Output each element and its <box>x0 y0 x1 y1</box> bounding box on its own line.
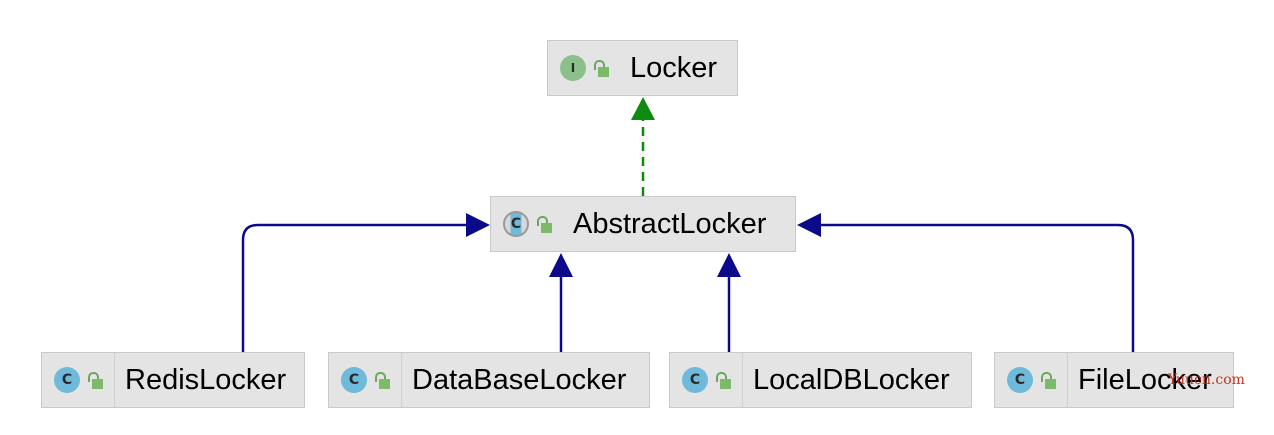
class-icon: C <box>54 367 80 393</box>
node-abstractlocker-label: AbstractLocker <box>573 207 767 240</box>
node-redislocker[interactable]: C RedisLocker <box>41 352 305 408</box>
node-abstractlocker[interactable]: C AbstractLocker <box>490 196 796 252</box>
unlocked-padlock-icon <box>375 371 391 389</box>
arrowhead-inheritance-filelocker <box>797 213 821 237</box>
class-icon: C <box>341 367 367 393</box>
node-localdblocker[interactable]: C LocalDBLocker <box>669 352 972 408</box>
watermark: Yuucn.com <box>1168 372 1245 388</box>
node-icons: C <box>491 197 563 251</box>
abstract-class-icon: C <box>503 211 529 237</box>
class-icon: C <box>1007 367 1033 393</box>
arrowhead-inheritance-databaselocker <box>549 253 573 277</box>
edge-inheritance-redislocker <box>241 223 467 352</box>
arrowhead-inheritance-localdblocker <box>717 253 741 277</box>
unlocked-padlock-icon <box>594 59 610 77</box>
interface-icon: I <box>560 55 586 81</box>
arrowhead-inheritance-redislocker <box>466 213 490 237</box>
node-icons: C <box>329 353 402 407</box>
unlocked-padlock-icon <box>1041 371 1057 389</box>
node-locker-label: Locker <box>630 51 718 84</box>
node-icons: C <box>995 353 1068 407</box>
node-icons: C <box>42 353 115 407</box>
node-icons: I <box>548 41 620 95</box>
edge-inheritance-filelocker <box>820 223 1135 352</box>
node-databaselocker[interactable]: C DataBaseLocker <box>328 352 650 408</box>
unlocked-padlock-icon <box>716 371 732 389</box>
unlocked-padlock-icon <box>537 215 553 233</box>
arrowhead-realization <box>631 97 655 120</box>
node-locker[interactable]: I Locker <box>547 40 738 96</box>
node-filelocker-label: FileLocker <box>1078 363 1212 396</box>
node-localdblocker-label: LocalDBLocker <box>753 363 950 396</box>
node-databaselocker-label: DataBaseLocker <box>412 363 627 396</box>
unlocked-padlock-icon <box>88 371 104 389</box>
node-redislocker-label: RedisLocker <box>125 363 287 396</box>
node-icons: C <box>670 353 743 407</box>
class-icon: C <box>682 367 708 393</box>
node-filelocker[interactable]: C FileLocker <box>994 352 1234 408</box>
